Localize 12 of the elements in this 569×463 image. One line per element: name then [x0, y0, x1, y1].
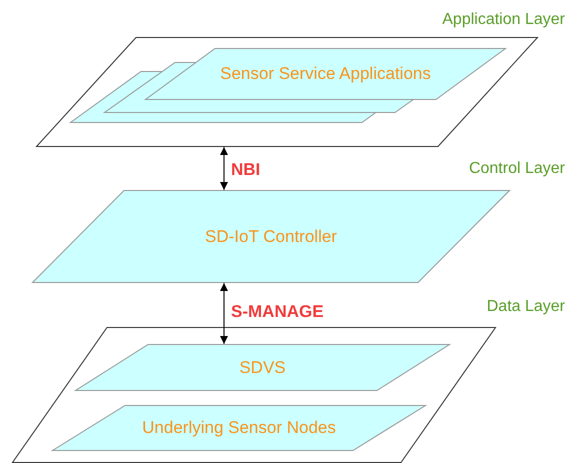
plane: [52, 405, 426, 451]
layer-title: Control Layer: [468, 161, 565, 177]
double-arrow: [220, 146, 228, 190]
plane: [75, 344, 450, 391]
plane-label: Sensor Service Applications: [220, 63, 431, 85]
plane-label: SD-IoT Controller: [205, 226, 337, 248]
plane-label: SDVS: [239, 356, 286, 378]
layer-title: Application Layer: [442, 12, 565, 28]
double-arrow: [220, 282, 228, 344]
stacked-planes: [70, 48, 506, 123]
layer-title: Data Layer: [486, 299, 565, 315]
plane-label: Underlying Sensor Nodes: [142, 417, 336, 439]
